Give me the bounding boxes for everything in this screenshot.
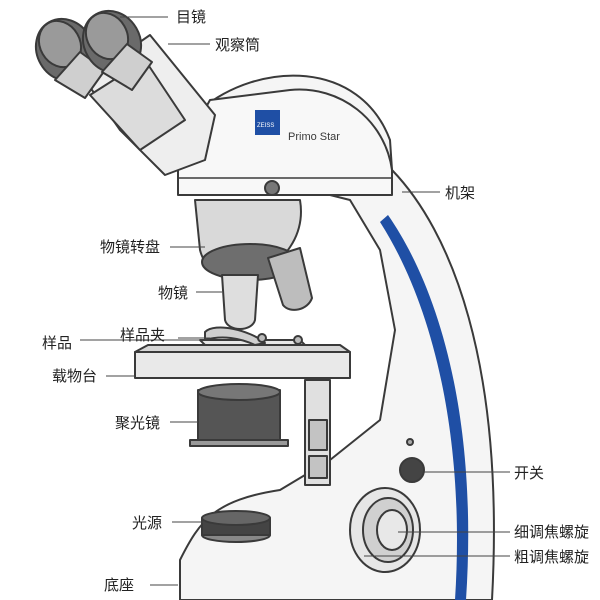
- label-specimen: 样品: [42, 334, 72, 352]
- focus-knob: [349, 487, 421, 573]
- zeiss-logo-text: ZEISS: [257, 123, 274, 129]
- label-frame: 机架: [445, 184, 475, 202]
- label-tube: 观察筒: [215, 36, 260, 54]
- condenser: [189, 383, 289, 447]
- eyepiece-right: [81, 9, 153, 91]
- stage-screw-1: [257, 333, 267, 343]
- label-switch: 开关: [514, 464, 544, 482]
- label-coarse-focus: 粗调焦螺旋: [514, 548, 589, 566]
- objective-right: [267, 247, 313, 311]
- label-nosepiece: 物镜转盘: [100, 238, 160, 256]
- label-condenser: 聚光镜: [115, 414, 160, 432]
- stage-screw-2: [293, 335, 303, 345]
- label-light-source: 光源: [132, 514, 162, 532]
- light-source: [201, 510, 271, 543]
- condenser-knob-1: [308, 419, 328, 451]
- head-housing: [177, 88, 393, 196]
- microscope-illustration: [34, 9, 495, 600]
- condenser-knob-2: [308, 455, 328, 479]
- label-eyepiece: 目镜: [176, 8, 206, 26]
- label-clip: 样品夹: [120, 326, 165, 344]
- zeiss-logo: [255, 110, 280, 135]
- label-objective: 物镜: [158, 284, 188, 302]
- label-stage: 载物台: [52, 367, 97, 385]
- power-switch: [399, 457, 425, 483]
- leader-lines: [80, 16, 510, 586]
- label-fine-focus: 细调焦螺旋: [514, 523, 589, 541]
- switch-indicator: [406, 438, 414, 446]
- objective-front: [221, 274, 259, 330]
- label-base: 底座: [104, 576, 134, 594]
- stage: [134, 351, 351, 379]
- stage-top: [134, 344, 351, 353]
- head-knob: [264, 180, 280, 196]
- frame-blue-stripe: [380, 215, 469, 600]
- model-name: Primo Star: [288, 131, 340, 143]
